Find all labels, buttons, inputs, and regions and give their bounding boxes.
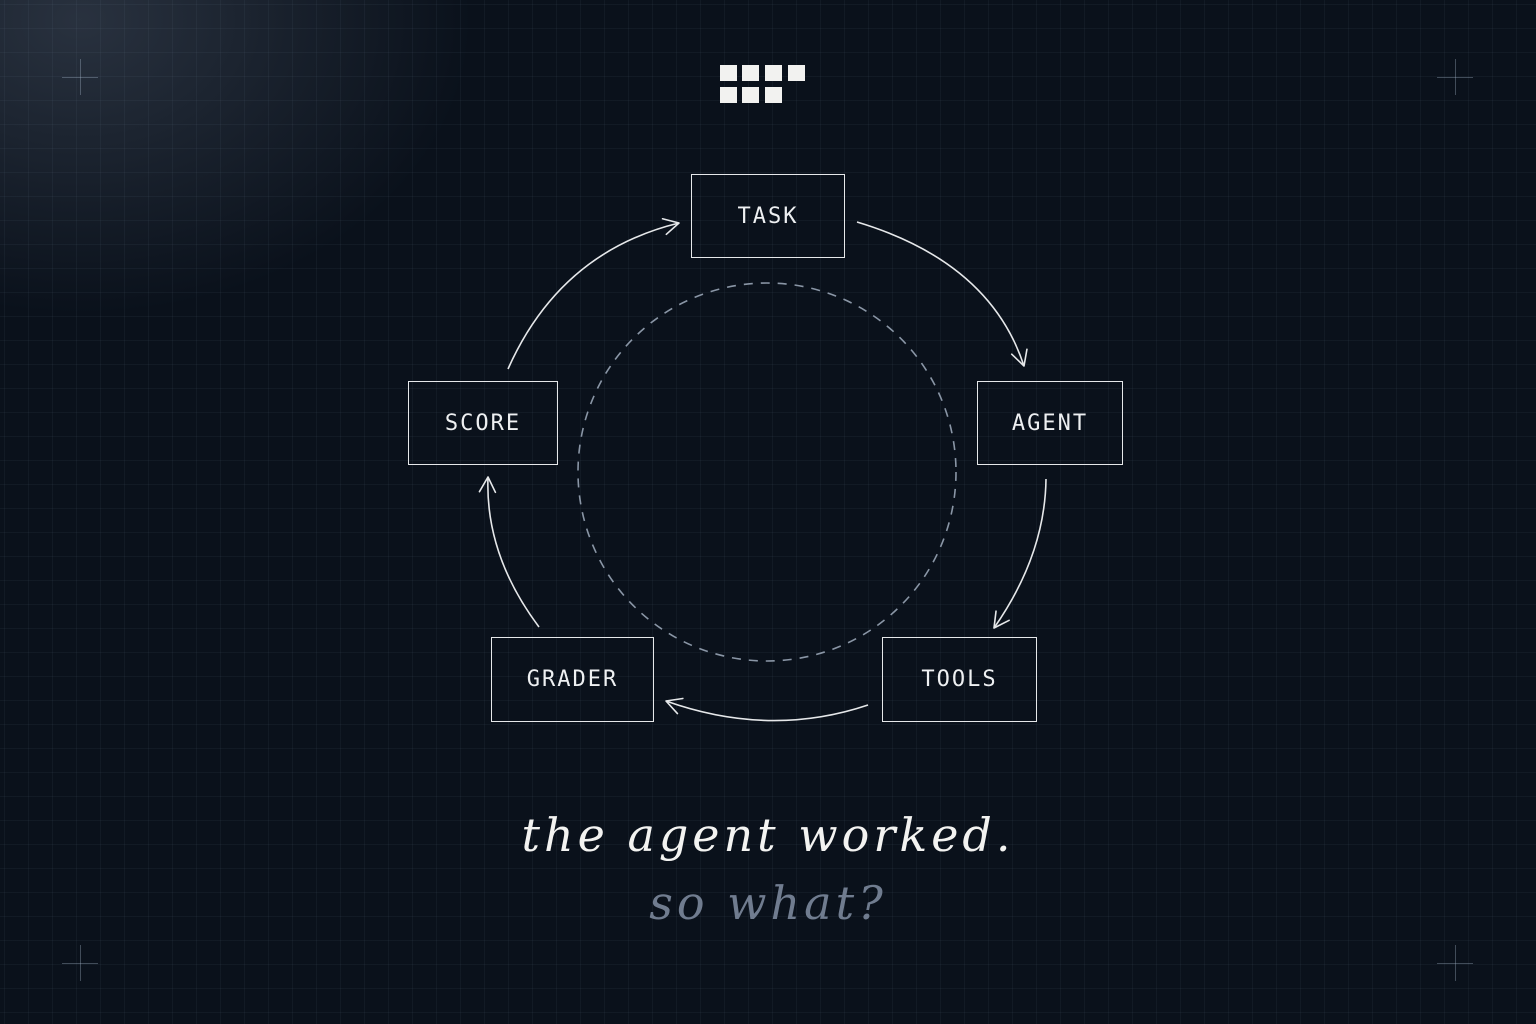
- arrow-score-to-task: [507, 217, 680, 370]
- logo-block: [742, 65, 759, 81]
- caption-headline: the agent worked.: [521, 808, 1015, 862]
- arrow-task-to-agent: [856, 221, 1028, 367]
- caption-subline: so what?: [649, 876, 887, 930]
- block-grid-logo-icon: [720, 65, 808, 105]
- crosshair-mark-bottom-right: [1437, 945, 1473, 981]
- node-task-label: TASK: [737, 203, 799, 229]
- logo-block: [720, 65, 737, 81]
- arrow-agent-to-tools: [993, 478, 1047, 629]
- node-task: TASK: [691, 174, 845, 258]
- node-tools-label: TOOLS: [921, 667, 998, 692]
- logo-block: [765, 87, 782, 103]
- node-grader: GRADER: [491, 637, 654, 722]
- node-score-label: SCORE: [444, 410, 522, 436]
- logo-block: [765, 65, 782, 81]
- node-score: SCORE: [408, 381, 558, 465]
- node-agent: AGENT: [977, 381, 1123, 465]
- dashed-center-circle: [577, 282, 957, 662]
- node-grader-label: GRADER: [526, 667, 619, 692]
- node-tools: TOOLS: [882, 637, 1037, 722]
- logo-block: [720, 87, 737, 103]
- crosshair-mark-top-left: [62, 59, 98, 95]
- logo-block: [788, 65, 805, 81]
- crosshair-mark-bottom-left: [62, 945, 98, 981]
- arrow-grader-to-score: [478, 476, 540, 628]
- node-agent-label: AGENT: [1011, 410, 1089, 436]
- logo-block: [742, 87, 759, 103]
- crosshair-mark-top-right: [1437, 59, 1473, 95]
- arrow-tools-to-grader: [665, 697, 869, 722]
